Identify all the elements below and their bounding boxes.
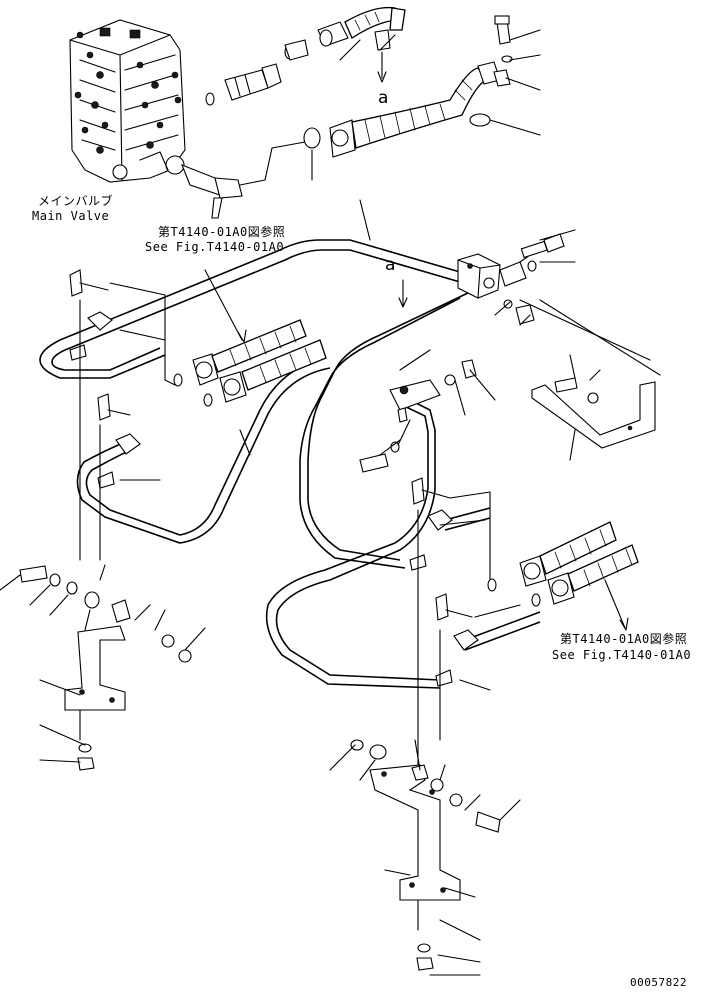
center-clamp: [359, 349, 496, 473]
detail-a-mid-arrow: [398, 279, 408, 308]
main-valve-label-en: Main Valve: [32, 209, 110, 223]
detail-a-mid-label: a: [385, 255, 396, 275]
reference-bottom-label-jp: 第T4140-01A0図参照: [560, 632, 688, 646]
top-right-bolt: [489, 15, 541, 136]
reference-top-label-en: See Fig.T4140-01A0: [145, 240, 285, 254]
valve-lower-hose: [181, 127, 321, 219]
detail-a-top-label: a: [378, 88, 389, 108]
right-lower-bracket: [329, 739, 521, 976]
leader-lines: [239, 34, 396, 456]
reference-top-label-jp: 第T4140-01A0図参照: [158, 225, 286, 239]
right-bracket: [531, 299, 661, 461]
upper-hose-assembly: [329, 61, 501, 158]
u-clamps-left: [69, 269, 213, 561]
hose-pair-upper: [192, 269, 327, 403]
main-valve-label-jp: メインバルブ: [38, 194, 114, 208]
valve-top-fittings: [205, 6, 406, 106]
pipe-network: [39, 239, 541, 689]
drawing-number: 00057822: [630, 976, 687, 989]
hose-pair-lower: [519, 521, 639, 631]
reference-bottom-label-en: See Fig.T4140-01A0: [552, 648, 692, 662]
left-bracket: [0, 564, 206, 771]
main-valve: [69, 19, 186, 183]
junction-block: [457, 229, 651, 361]
u-clamps-right: [409, 477, 541, 771]
